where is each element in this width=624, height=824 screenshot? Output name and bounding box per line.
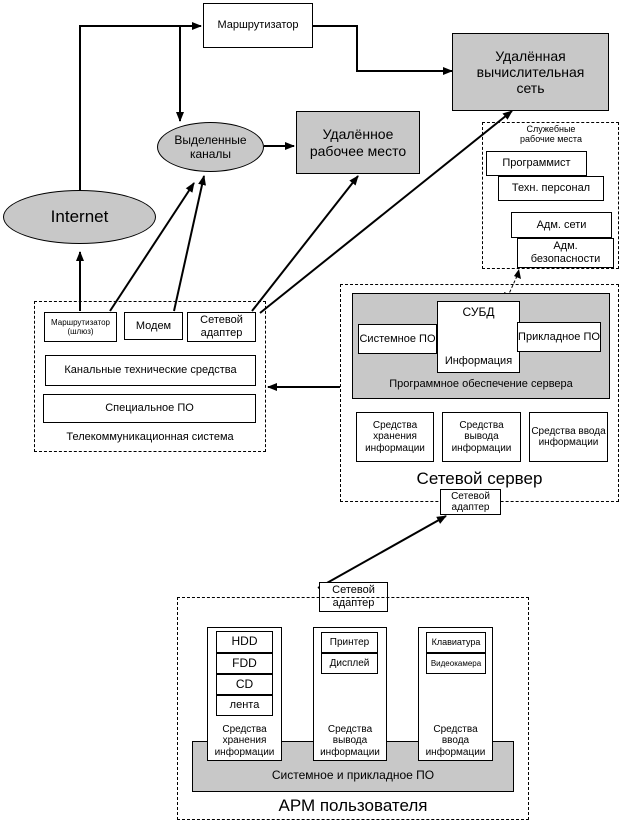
net-admin-label: Адм. сети bbox=[536, 218, 587, 231]
cd-label: CD bbox=[235, 676, 254, 691]
modem-label: Модем bbox=[135, 319, 172, 332]
hdd-label: HDD bbox=[231, 634, 258, 649]
printer-box: Принтер bbox=[321, 632, 378, 653]
leased-lines-label: Выделенные каналы bbox=[174, 133, 247, 161]
tape-label: лента bbox=[229, 699, 260, 712]
dbms-label: СУБД bbox=[462, 305, 495, 319]
cd-box: CD bbox=[216, 674, 273, 695]
tech-staff-label: Техн. персонал bbox=[511, 182, 591, 195]
line-modem-leased bbox=[173, 175, 206, 312]
arm-adapter-label: Сетевой адаптер bbox=[332, 584, 375, 609]
special-software-label: Специальное ПО bbox=[105, 402, 194, 415]
gateway-router-box: Маршрутизатор (шлюз) bbox=[44, 312, 117, 342]
keyboard-label: Клавиатура bbox=[431, 637, 481, 648]
server-input-label: Средства ввода информации bbox=[531, 425, 606, 449]
remote-network-label: Удалённая вычислительная сеть bbox=[476, 47, 585, 97]
server-software-label: Программное обеспечение сервера bbox=[389, 378, 573, 390]
telecom-frame bbox=[34, 301, 266, 452]
arm-output-label: Средства вывода информации bbox=[320, 723, 380, 758]
line-adapter-workplace bbox=[251, 175, 359, 312]
display-box: Дисплей bbox=[321, 653, 378, 674]
arm-title: АРМ пользователя bbox=[278, 796, 428, 815]
gateway-router-label: Маршрутизатор (шлюз) bbox=[51, 317, 110, 336]
display-label: Дисплей bbox=[329, 657, 370, 669]
service-workplaces-frame bbox=[482, 122, 619, 269]
line-adapter-network bbox=[259, 110, 513, 314]
hdd-box: HDD bbox=[216, 631, 273, 653]
router-box: Маршрутизатор bbox=[203, 3, 313, 48]
keyboard-box: Клавиатура bbox=[426, 632, 486, 653]
net-admin-box: Адм. сети bbox=[511, 212, 612, 238]
telecom-adapter-box: Сетевой адаптер bbox=[187, 312, 256, 342]
channel-hardware-label: Канальные технические средства bbox=[64, 364, 237, 377]
server-input-box: Средства ввода информации bbox=[529, 412, 608, 462]
router-label: Маршрутизатор bbox=[217, 19, 299, 32]
webcam-box: Видеокамера bbox=[426, 653, 486, 674]
internet-label: Internet bbox=[50, 207, 109, 226]
arm-input-label: Средства ввода информации bbox=[425, 723, 486, 758]
modem-box: Модем bbox=[124, 312, 183, 340]
telecom-adapter-label: Сетевой адаптер bbox=[200, 314, 243, 339]
server-adapter-label: Сетевой адаптер bbox=[451, 490, 490, 514]
information-label: Информация bbox=[444, 355, 513, 368]
service-workplaces-title: Служебные рабочие места bbox=[520, 124, 582, 145]
arm-frame bbox=[177, 597, 529, 820]
webcam-label: Видеокамера bbox=[430, 658, 482, 668]
tape-box: лента bbox=[216, 695, 273, 716]
server-storage-label: Средства хранения информации bbox=[365, 419, 425, 454]
arm-storage-label: Средства хранения информации bbox=[214, 723, 275, 758]
line-gateway-leased bbox=[109, 182, 195, 312]
information-box: Информация bbox=[437, 301, 520, 373]
special-software-box: Специальное ПО bbox=[43, 394, 256, 423]
server-title: Сетевой сервер bbox=[416, 469, 543, 488]
leased-lines-ellipse: Выделенные каналы bbox=[157, 122, 264, 172]
system-software-box: Системное ПО bbox=[358, 324, 437, 354]
remote-workplace-label: Удалённое рабочее место bbox=[309, 126, 407, 159]
arrowhead-service-up bbox=[514, 269, 521, 279]
line-arm-server bbox=[317, 515, 447, 589]
fdd-box: FDD bbox=[216, 653, 273, 674]
remote-network-box: Удалённая вычислительная сеть bbox=[452, 33, 609, 111]
internet-ellipse: Internet bbox=[3, 190, 156, 244]
line-router-network bbox=[312, 25, 453, 75]
remote-workplace-box: Удалённое рабочее место bbox=[296, 111, 420, 174]
fdd-label: FDD bbox=[232, 655, 257, 670]
server-adapter-box: Сетевой адаптер bbox=[440, 489, 501, 515]
programmer-box: Программист bbox=[486, 151, 587, 176]
programmer-label: Программист bbox=[502, 157, 571, 170]
application-software-box: Прикладное ПО bbox=[517, 322, 601, 352]
security-admin-box: Адм. безопасности bbox=[517, 238, 614, 268]
system-software-label: Системное ПО bbox=[359, 332, 436, 345]
printer-label: Принтер bbox=[329, 636, 370, 648]
server-output-label: Средства вывода информации bbox=[451, 419, 512, 454]
tech-staff-box: Техн. персонал bbox=[498, 176, 604, 201]
telecom-title: Телекоммуникационная система bbox=[66, 431, 234, 443]
application-software-label: Прикладное ПО bbox=[518, 330, 600, 343]
line-service-server bbox=[507, 275, 518, 297]
server-storage-box: Средства хранения информации bbox=[356, 412, 434, 462]
security-admin-label: Адм. безопасности bbox=[530, 240, 601, 265]
line-internet-router bbox=[79, 22, 202, 192]
arm-software-label: Системное и прикладное ПО bbox=[271, 768, 435, 782]
channel-hardware-box: Канальные технические средства bbox=[45, 355, 256, 386]
server-output-box: Средства вывода информации bbox=[442, 412, 521, 462]
